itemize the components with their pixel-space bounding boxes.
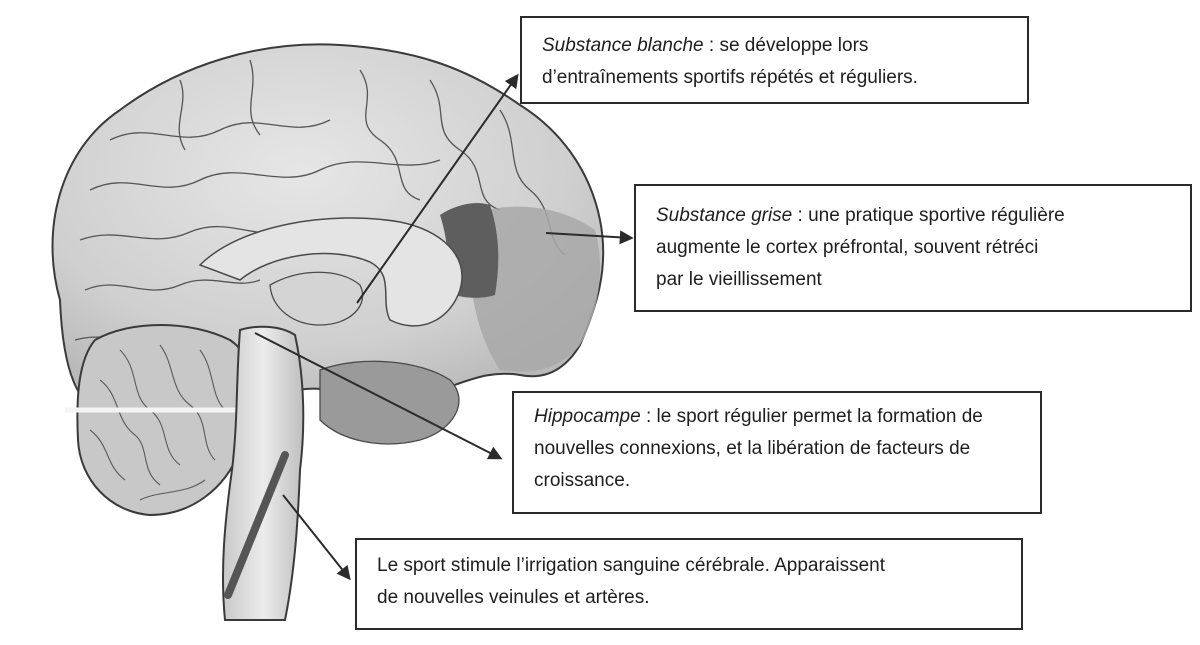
grey-matter-line3: par le vieillissement xyxy=(656,269,822,290)
term-white-matter: Substance blanche xyxy=(542,35,704,56)
callout-grey-matter: Substance grise : une pratique sportive … xyxy=(634,184,1192,312)
blood-vessel-bar xyxy=(224,451,289,599)
arrow-grey-matter xyxy=(545,230,634,245)
corpus-callosum xyxy=(198,217,463,327)
brainstem xyxy=(221,325,305,621)
arrow-white-matter xyxy=(356,73,519,304)
thalamus xyxy=(269,271,364,326)
arrow-hippocampus xyxy=(254,332,503,460)
white-matter-line2: d’entraînements sportifs répétés et régu… xyxy=(542,67,918,88)
term-grey-matter: Substance grise xyxy=(656,205,793,226)
hippocampus-line3: croissance. xyxy=(534,470,631,491)
grey-matter-line2: augmente le cortex préfrontal, souvent r… xyxy=(656,237,1039,258)
callout-blood-vessels: Le sport stimule l’irrigation sanguine c… xyxy=(355,538,1023,630)
grey-matter-line1: : une pratique sportive régulière xyxy=(792,205,1065,226)
callout-white-matter: Substance blanche : se développe lors d’… xyxy=(520,16,1029,104)
hippocampus-line2: nouvelles connexions, et la libération d… xyxy=(534,438,971,459)
vessels-line2: de nouvelles veinules et artères. xyxy=(377,587,650,608)
vessels-line1: Le sport stimule l’irrigation sanguine c… xyxy=(377,555,885,576)
term-hippocampus: Hippocampe xyxy=(534,406,641,427)
cerebellum xyxy=(76,324,255,517)
hippocampus-line1: : le sport régulier permet la formation … xyxy=(640,406,983,427)
white-matter-line1: : se développe lors xyxy=(703,35,869,56)
prefrontal-region xyxy=(470,206,600,372)
arrow-vessels xyxy=(282,494,351,581)
pointer-arrows xyxy=(254,73,634,581)
callout-hippocampus: Hippocampe : le sport régulier permet la… xyxy=(512,391,1042,514)
